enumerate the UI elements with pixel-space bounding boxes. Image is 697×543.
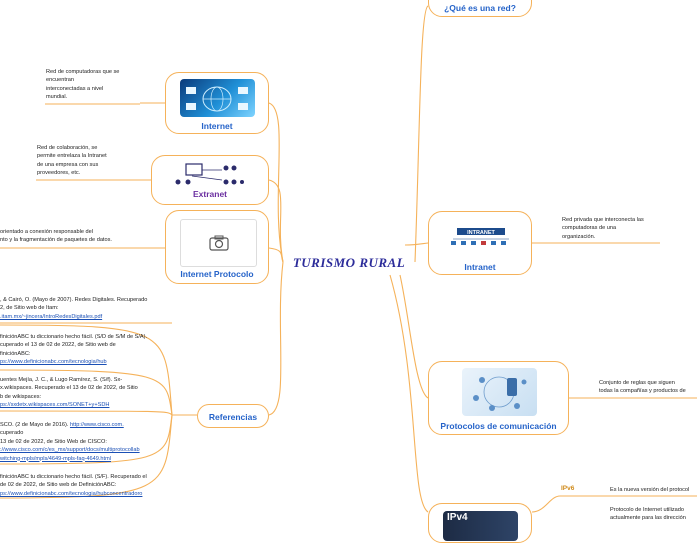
node-label: Internet	[201, 121, 233, 131]
reference-2: finiciónABC tu diccionario hecho fácil. …	[0, 333, 170, 367]
reference-inline-link[interactable]: http://www.cisco.com.	[69, 422, 124, 428]
network-globe-icon	[186, 86, 248, 112]
reference-4: SCO. (2 de Mayo de 2016). http://www.cis…	[0, 421, 170, 463]
reference-link[interactable]: ps://www.definicionabc.com/tecnologia/hu…	[0, 359, 107, 366]
node-label: Intranet	[464, 262, 496, 272]
node-referencias[interactable]: Referencias	[197, 404, 269, 428]
reference-link[interactable]: ps://sxdetx.wikispaces.com/SONET+y+SDH	[0, 402, 110, 409]
node-internet[interactable]: Internet	[165, 72, 269, 134]
extranet-network-icon	[175, 163, 244, 185]
ipv4-image-label: IPv4	[447, 512, 468, 523]
node-label: Protocolos de comunicación	[440, 421, 557, 431]
reference-link[interactable]: witching-mpls/mpls/4649-mpls-faq-4649.ht…	[0, 455, 111, 462]
node-internet-protocolo[interactable]: Internet Protocolo	[165, 210, 269, 284]
node-protocolos-comunicacion[interactable]: Protocolos de comunicación	[428, 361, 569, 435]
communication-protocol-icon	[473, 376, 527, 411]
node-que-es-una-red[interactable]: ¿Qué es una red?	[428, 0, 532, 17]
intranet-diagram-icon: INTRANET	[451, 228, 509, 245]
node-label: Extranet	[192, 189, 227, 199]
node-ipv4[interactable]: IPv4	[428, 503, 532, 543]
ipv6-note: Es la nueva versión del protocol	[610, 487, 690, 493]
reference-link[interactable]: .itam.mx/~jincera/IntroRedesDigitales.pd…	[0, 313, 103, 320]
reference-1: , & Cairó, O. (Mayo de 2007). Redes Digi…	[0, 296, 170, 321]
connector-lines	[0, 5, 697, 513]
intranet-image: INTRANET	[449, 228, 514, 250]
reference-link[interactable]: ://www.cisco.com/c/es_mx/support/docs/mu…	[0, 447, 140, 454]
image-placeholder	[180, 219, 257, 267]
node-label: Referencias	[208, 412, 258, 422]
reference-link[interactable]: ps://www.definicionabc.com/tecnologia/hu…	[0, 490, 143, 497]
central-topic[interactable]: TURISMO RURAL	[292, 255, 406, 270]
node-label: Internet Protocolo	[180, 269, 254, 279]
reference-5: finiciónABC tu diccionario hecho fácil. …	[0, 473, 170, 498]
ipv6-label[interactable]: IPv6	[561, 485, 575, 492]
node-intranet[interactable]: INTRANET Intranet	[428, 211, 532, 275]
node-label: ¿Qué es una red?	[444, 3, 516, 13]
protocolos-image	[462, 368, 537, 416]
svg-text:INTRANET: INTRANET	[467, 230, 495, 236]
camera-icon	[209, 235, 229, 251]
node-extranet[interactable]: Extranet	[151, 155, 269, 205]
internet-image	[180, 79, 255, 117]
reference-3: uentes Mejía, J. C., & Lugo Ramírez, S. …	[0, 376, 170, 410]
ipv4-image: IPv4	[443, 511, 518, 541]
